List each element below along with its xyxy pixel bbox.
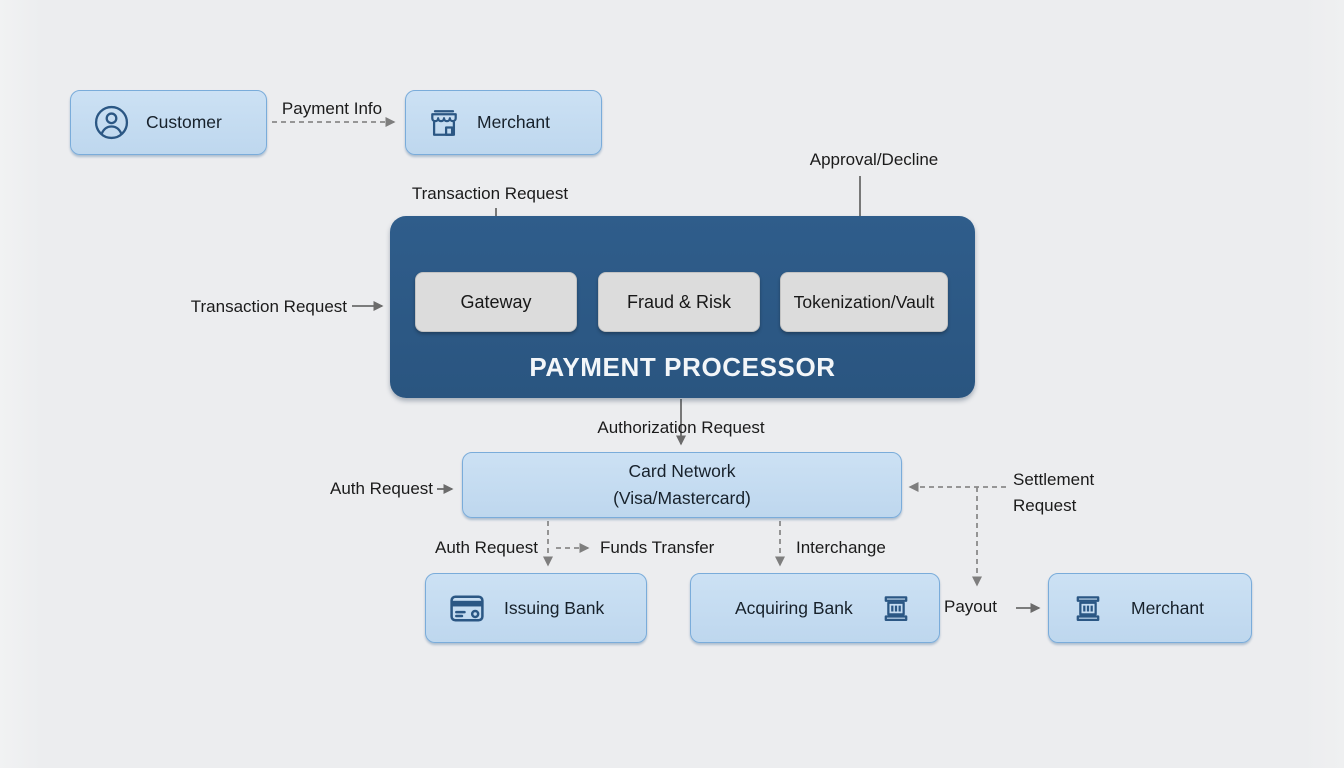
label-approval-decline: Approval/Decline (809, 150, 939, 169)
credit-card-icon (448, 592, 486, 625)
node-merchant-bottom: Merchant (1048, 573, 1252, 643)
subnode-fraud-risk-label: Fraud & Risk (626, 291, 732, 312)
label-auth-request-left: Auth Request (329, 479, 433, 498)
bank-icon (1071, 591, 1105, 625)
node-acquiring-bank-label: Acquiring Bank (735, 597, 853, 618)
node-merchant-top: Merchant (405, 90, 602, 155)
node-card-network-label-line2: (Visa/Mastercard) (613, 488, 751, 508)
label-payout: Payout (944, 597, 997, 616)
subnode-tokenization-vault: Tokenization/Vault (780, 272, 948, 332)
node-issuing-bank: Issuing Bank (425, 573, 647, 643)
person-icon (93, 104, 130, 141)
label-auth-request-bottom: Auth Request (434, 538, 538, 557)
storefront-icon (426, 105, 462, 141)
node-card-network: Card Network (Visa/Mastercard) (462, 452, 902, 518)
label-payment-info: Payment Info (281, 99, 383, 118)
node-acquiring-bank: Acquiring Bank (690, 573, 940, 643)
node-merchant-bottom-label: Merchant (1131, 597, 1204, 618)
label-settlement-request: Settlement Request (1013, 470, 1095, 515)
subnode-tokenization-vault-label: Tokenization/Vault (793, 291, 935, 312)
label-authorization-request: Authorization Request (597, 418, 765, 437)
label-funds-transfer: Funds Transfer (600, 538, 715, 557)
node-issuing-bank-label: Issuing Bank (504, 597, 605, 618)
label-transaction-request-left: Transaction Request (190, 297, 347, 316)
node-merchant-top-label: Merchant (477, 112, 550, 132)
label-transaction-request-top: Transaction Request (411, 184, 569, 203)
subnode-gateway-label: Gateway (460, 291, 532, 312)
bank-icon (879, 591, 913, 625)
node-customer: Customer (70, 90, 267, 155)
label-interchange: Interchange (796, 538, 886, 557)
node-customer-label: Customer (146, 112, 222, 132)
subnode-fraud-risk: Fraud & Risk (598, 272, 760, 332)
subnode-gateway: Gateway (415, 272, 577, 332)
node-card-network-label-line1: Card Network (628, 461, 736, 481)
